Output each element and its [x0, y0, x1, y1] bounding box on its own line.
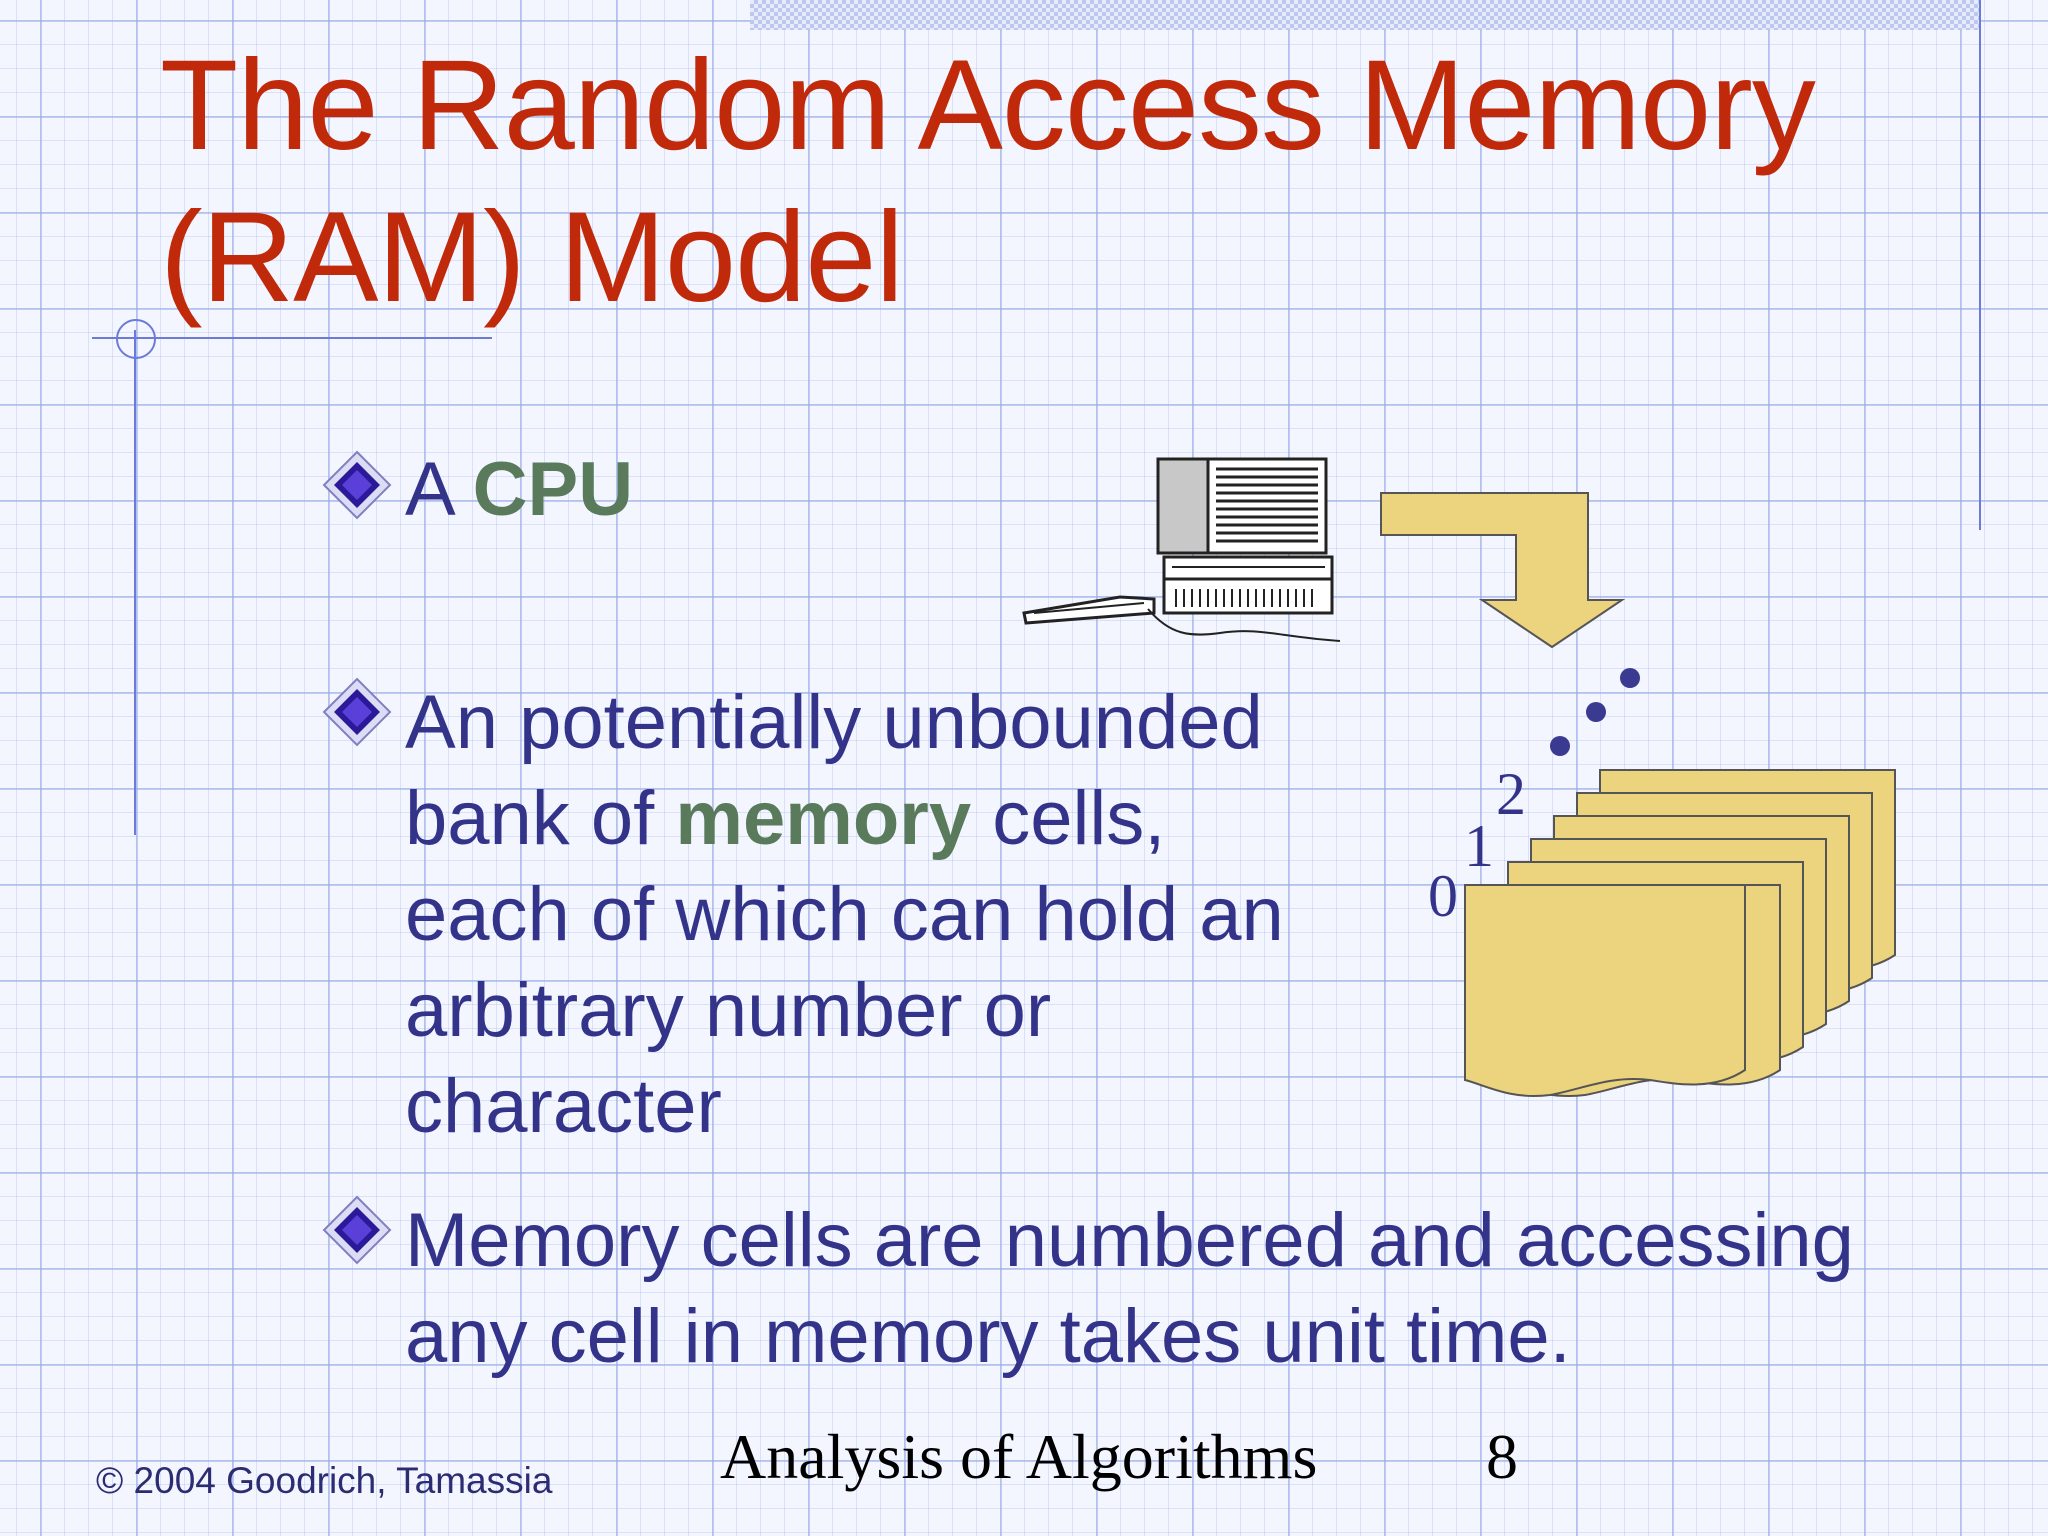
bullet-memory-line4: arbitrary number or: [405, 968, 1052, 1053]
bullet-memory-line2-post: cells,: [971, 776, 1166, 861]
top-pattern-strip: [750, 0, 1980, 30]
bullet-cpu-highlight: CPU: [472, 447, 634, 532]
bullet-memory-line2-pre: bank of: [405, 776, 676, 861]
bullet-memory-line2: bank of memory cells,: [405, 771, 1284, 867]
footer-course-title: Analysis of Algorithms: [720, 1421, 1318, 1492]
memory-cell: [1464, 884, 1746, 1097]
bullet-memory-line5: character: [405, 1064, 722, 1149]
slide-title-line1: The Random Access Memory: [160, 34, 1816, 177]
decor-right-vertical-line: [1979, 0, 1981, 530]
slide-title-line2: (RAM) Model: [160, 186, 904, 329]
cell-index-1: 1: [1464, 813, 1494, 879]
bullet-access: Memory cells are numbered and accessing …: [405, 1193, 1854, 1385]
bullet-diamond-icon: [322, 1195, 392, 1265]
decor-horizontal-line: [92, 337, 492, 339]
footer-copyright: © 2004 Goodrich, Tamassia: [96, 1460, 553, 1501]
bullet-cpu-prefix: A: [405, 447, 473, 532]
bullet-diamond-icon: [322, 450, 392, 520]
bullet-cpu-line: A CPU: [405, 442, 633, 538]
computer-icon: [1022, 457, 1341, 642]
ellipsis-dots-icon: [1550, 668, 1640, 756]
arrow-down-icon: [1380, 492, 1626, 649]
bullet-memory-line3: each of which can hold an: [405, 872, 1284, 957]
memory-cells-stack: [1464, 769, 1896, 1097]
decor-circle-icon: [116, 319, 156, 359]
slide-title: The Random Access Memory (RAM) Model: [160, 30, 1816, 334]
cell-index-2: 2: [1496, 761, 1526, 827]
decor-vertical-line: [134, 330, 136, 835]
bullet-access-line1: Memory cells are numbered and accessing: [405, 1198, 1854, 1283]
bullet-cpu: A CPU: [405, 442, 633, 538]
bullet-access-line2: any cell in memory takes unit time.: [405, 1294, 1571, 1379]
bullet-diamond-icon: [322, 677, 392, 747]
bullet-memory-line1: An potentially unbounded: [405, 680, 1263, 765]
bullet-memory-highlight: memory: [675, 776, 972, 861]
bullet-memory: An potentially unbounded bank of memory …: [405, 675, 1284, 1155]
cell-index-0: 0: [1428, 863, 1458, 929]
footer-page-number: 8: [1486, 1421, 1518, 1492]
